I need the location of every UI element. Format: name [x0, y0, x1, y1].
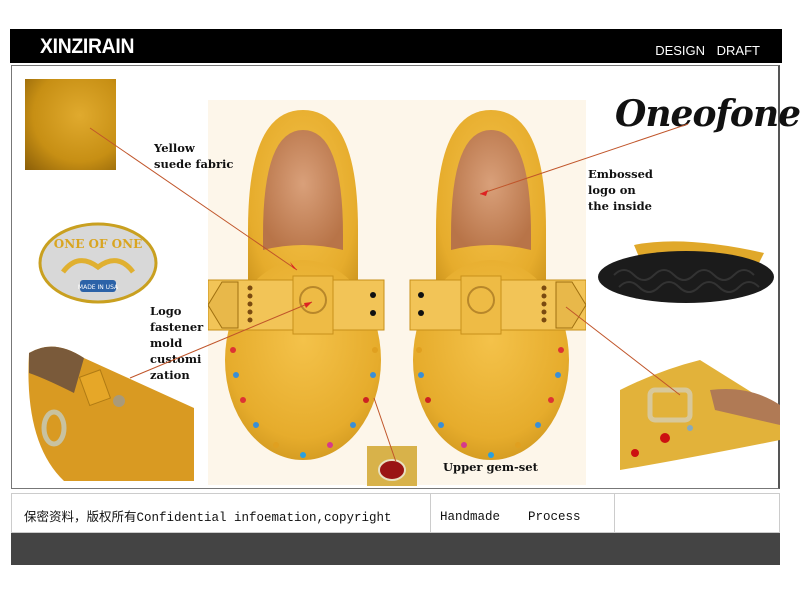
callout-gem: Upper gem-set — [443, 460, 538, 474]
process-value: Process — [528, 510, 581, 524]
callout-fabric: Yellow suede fabric — [154, 140, 233, 172]
confidential-notice: 保密资料，版权所有Confidential infoemation,copyri… — [24, 511, 392, 525]
badge-top-text: ONE OF ONE — [54, 237, 142, 251]
process-cell: Handmade Process — [430, 494, 615, 532]
header-bar: XINZIRAIN DESIGN DRAFT — [10, 29, 782, 63]
badge-bottom-text: MADE IN USA — [78, 284, 119, 291]
callout-text: mold — [150, 336, 183, 350]
shoe-photo-gem-buckle — [620, 350, 780, 470]
gem-closeup-image — [367, 446, 417, 486]
callout-text: Logo — [150, 304, 182, 318]
shoe-drawing-canvas — [207, 100, 587, 485]
shoe-pair-illustration — [207, 110, 587, 460]
callout-text: the inside — [588, 199, 652, 213]
confidential-cell: 保密资料，版权所有Confidential infoemation,copyri… — [12, 494, 431, 532]
suede-fabric-swatch — [25, 79, 116, 170]
gem-row-left — [230, 347, 378, 458]
shoe-sole-photo — [594, 235, 777, 305]
shoe-photo-side-buckle — [24, 333, 194, 481]
callout-text: logo on — [588, 183, 636, 197]
callout-text: fastener — [150, 320, 204, 334]
callout-text: suede fabric — [154, 157, 234, 171]
document-type: DESIGN DRAFT — [655, 43, 760, 58]
footer-dark-bar — [11, 533, 780, 565]
blank-cell — [614, 494, 779, 532]
callout-text: Embossed — [588, 167, 653, 181]
callout-text: zation — [150, 368, 190, 382]
brand-name: XINZIRAIN — [40, 35, 135, 58]
left-shoe — [207, 110, 385, 460]
logo-buckle-image: ONE OF ONE MADE IN USA — [38, 222, 158, 304]
callout-text: Yellow — [154, 141, 195, 155]
oneofone-script-logo: Oneofone — [615, 93, 800, 135]
callout-embossed-logo: Embossed logo on the inside — [588, 166, 653, 214]
process-label: Handmade — [440, 510, 501, 524]
footer-info-row: 保密资料，版权所有Confidential infoemation,copyri… — [11, 493, 780, 533]
